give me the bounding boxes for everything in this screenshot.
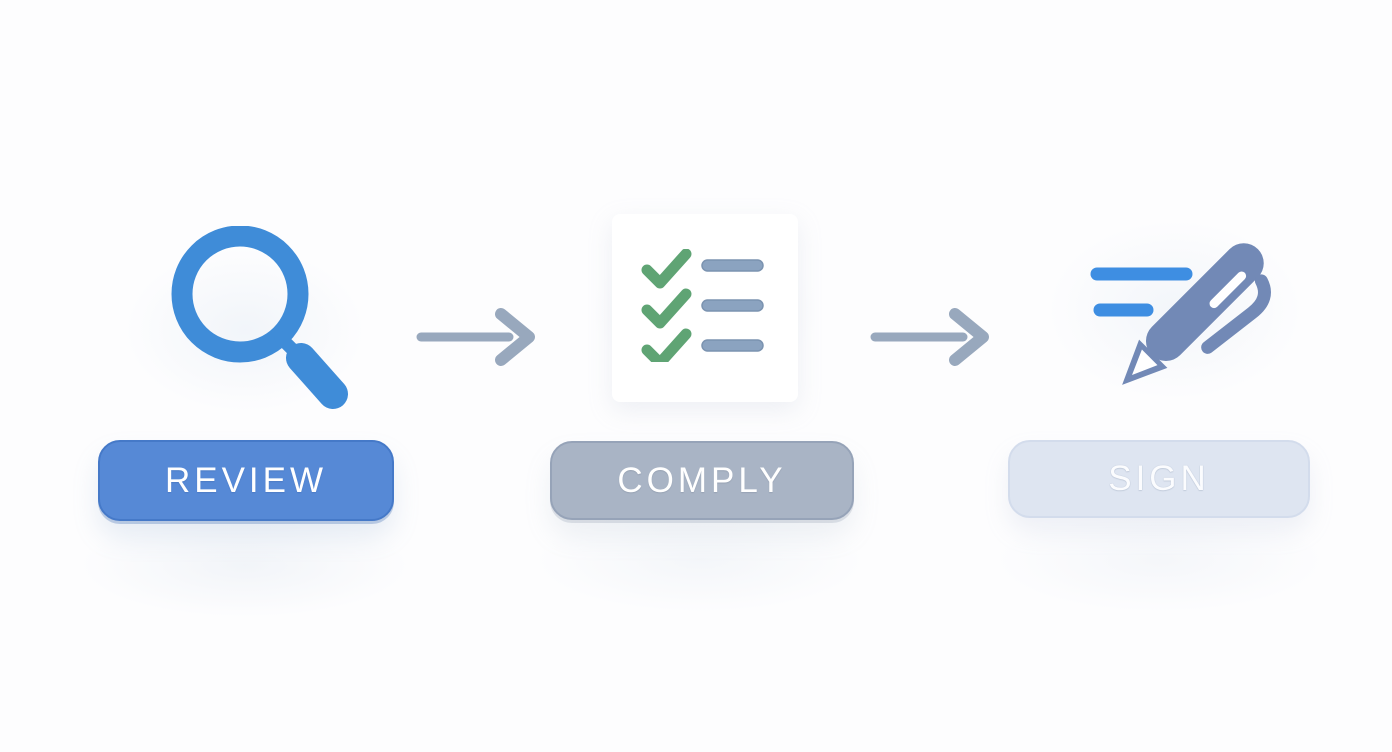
pen-clip: [1201, 274, 1271, 354]
pen-signature-icon: [1073, 230, 1280, 400]
checklist-icon: [641, 248, 767, 369]
review-button[interactable]: REVIEW: [98, 440, 394, 521]
arrow-right-icon: [866, 302, 992, 372]
arrow-right-icon: [412, 302, 538, 372]
magnifier-handle: [286, 343, 348, 409]
magnifier-icon: [158, 225, 353, 421]
list-line: [701, 299, 764, 312]
checkmark: [641, 288, 692, 329]
pen-nib-inner: [1132, 349, 1158, 375]
checkmark: [641, 248, 692, 289]
checkmark: [641, 328, 692, 369]
comply-button[interactable]: COMPLY: [550, 441, 854, 520]
list-line: [701, 259, 764, 272]
list-line: [701, 339, 764, 352]
sign-button[interactable]: SIGN: [1008, 440, 1310, 518]
pen-slot: [1209, 271, 1247, 309]
magnifier-lens: [171, 225, 309, 363]
pen-body: [1145, 243, 1264, 362]
